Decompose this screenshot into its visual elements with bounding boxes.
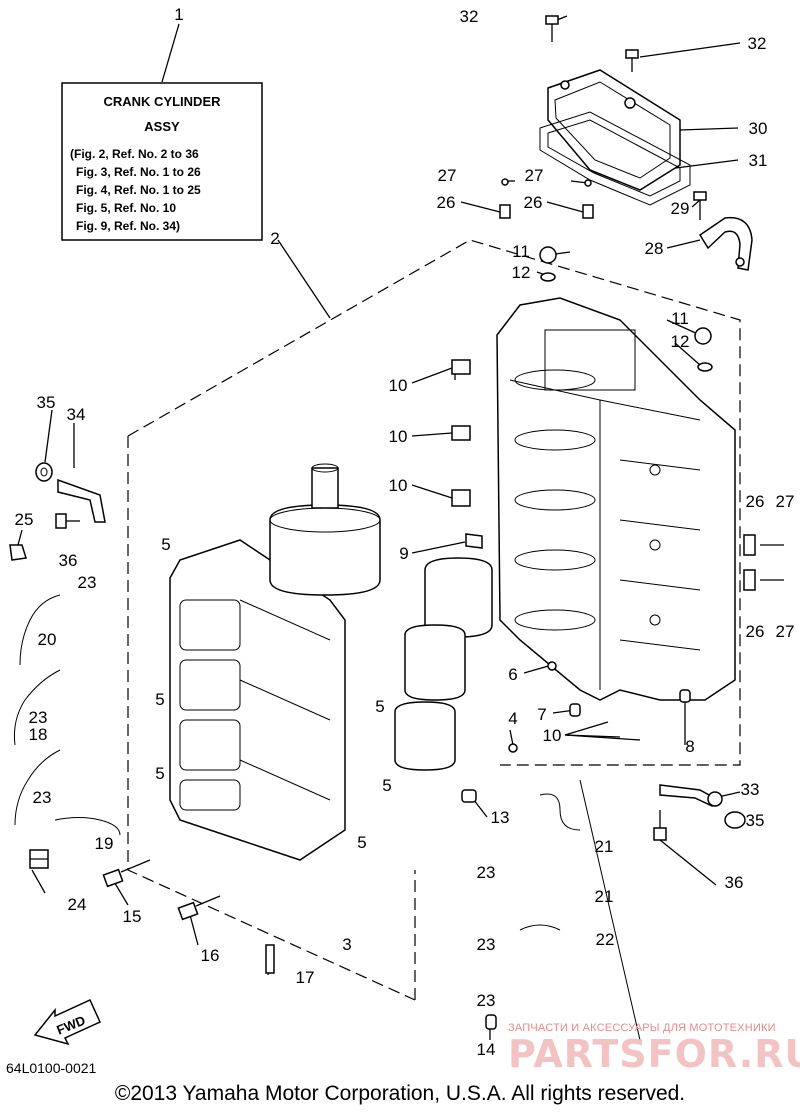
crankcase-block — [496, 297, 736, 701]
watermark-logo: PARTSFOR.RU — [508, 1032, 800, 1076]
callout-21: 21 — [595, 887, 614, 906]
assembly-ref-line: (Fig. 2, Ref. No. 2 to 36 — [70, 147, 199, 161]
callout-27: 27 — [525, 166, 544, 185]
callout-16: 16 — [201, 946, 220, 965]
crankshaft-assembly — [269, 463, 493, 771]
callout-19: 19 — [95, 834, 114, 853]
callout-31: 31 — [749, 151, 768, 170]
bolt-15-icon — [102, 859, 151, 888]
callout-4: 4 — [508, 709, 517, 728]
callout-10: 10 — [389, 376, 408, 395]
callout-5: 5 — [161, 535, 170, 554]
callout-12: 12 — [512, 263, 531, 282]
bolt-16-icon — [177, 895, 221, 921]
callout-26: 26 — [746, 492, 765, 511]
callout-33: 33 — [741, 780, 760, 799]
callout-26: 26 — [437, 193, 456, 212]
copyright-notice: ©2013 Yamaha Motor Corporation, U.S.A. A… — [114, 1082, 686, 1105]
clip-24-icon — [29, 849, 49, 869]
callout-10: 10 — [389, 427, 408, 446]
hoses — [14, 594, 641, 1041]
callout-20: 20 — [38, 630, 57, 649]
assembly-ref-line: Fig. 9, Ref. No. 34) — [76, 219, 180, 233]
clip-25-icon — [9, 544, 27, 561]
forward-arrow-icon: FWD — [33, 999, 101, 1046]
callout-5: 5 — [155, 690, 164, 709]
plate-33-icon — [659, 784, 723, 807]
callout-5: 5 — [375, 697, 384, 716]
callout-15: 15 — [123, 907, 142, 926]
callout-28: 28 — [645, 239, 664, 258]
callout-2: 2 — [270, 229, 279, 248]
callout-23: 23 — [477, 863, 496, 882]
bolt-36-icon — [653, 810, 667, 841]
callout-36: 36 — [725, 873, 744, 892]
callout-32: 32 — [460, 7, 479, 26]
callout-21: 21 — [595, 837, 614, 856]
fittings — [451, 178, 784, 1030]
callout-35: 35 — [746, 811, 765, 830]
assembly-ref-line: Fig. 3, Ref. No. 1 to 26 — [76, 165, 201, 179]
bolt-29-icon — [693, 191, 707, 220]
bolt-32-icon — [545, 15, 559, 42]
callout-8: 8 — [685, 737, 694, 756]
plate-34-icon — [57, 478, 106, 523]
cylinder-head-cover — [547, 69, 681, 191]
callout-6: 6 — [508, 665, 517, 684]
bracket-icon — [698, 216, 753, 271]
callout-32: 32 — [748, 34, 767, 53]
assembly-title-line1: CRANK CYLINDER — [104, 94, 222, 109]
callout-30: 30 — [749, 119, 768, 138]
callout-24: 24 — [68, 895, 87, 914]
bolt-32-icon — [625, 49, 639, 72]
callout-22: 22 — [596, 930, 615, 949]
callout-26: 26 — [524, 193, 543, 212]
callout-23: 23 — [78, 573, 97, 592]
callout-27: 27 — [438, 166, 457, 185]
callout-23: 23 — [29, 708, 48, 727]
assembly-ref-line: Fig. 4, Ref. No. 1 to 25 — [76, 183, 201, 197]
callout-34: 34 — [67, 405, 86, 424]
callout-14: 14 — [477, 1040, 496, 1059]
assembly-boundary-lines — [127, 239, 741, 1001]
cover-gasket — [539, 111, 691, 206]
callout-9: 9 — [399, 544, 408, 563]
callout-23: 23 — [477, 991, 496, 1010]
watermark-tagline: ЗАПЧАСТИ И АКСЕССУАРЫ ДЛЯ МОТОТЕХНИКИ — [508, 1022, 776, 1034]
stud-17-icon — [265, 944, 275, 974]
callout-35: 35 — [37, 393, 56, 412]
callout-25: 25 — [15, 510, 34, 529]
callout-23: 23 — [33, 788, 52, 807]
callout-5: 5 — [357, 833, 366, 852]
grommet-35-icon — [724, 811, 746, 829]
callout-10: 10 — [389, 476, 408, 495]
callout-10: 10 — [543, 726, 562, 745]
callout-12: 12 — [671, 332, 690, 351]
assembly-ref-line: Fig. 5, Ref. No. 10 — [76, 201, 176, 215]
callout-labels: 1 2 3 4 5 5 5 5 5 5 6 7 8 9 10 10 10 10 … — [15, 5, 795, 1059]
callout-3: 3 — [342, 935, 351, 954]
assembly-title-line2: ASSY — [144, 119, 180, 134]
callout-11: 11 — [671, 309, 689, 328]
callout-27: 27 — [776, 622, 795, 641]
callout-29: 29 — [671, 199, 690, 218]
callout-27: 27 — [776, 492, 795, 511]
callout-5: 5 — [382, 776, 391, 795]
assembly-reference-box: CRANK CYLINDER ASSY (Fig. 2, Ref. No. 2 … — [61, 82, 263, 241]
cylinder-block — [169, 539, 346, 861]
callout-5: 5 — [155, 764, 164, 783]
grommet-35-icon — [35, 462, 53, 482]
document-code: 64L0100-0021 — [6, 1060, 97, 1076]
callout-7: 7 — [537, 705, 546, 724]
callout-36: 36 — [59, 551, 78, 570]
callout-1: 1 — [174, 5, 183, 24]
callout-18: 18 — [29, 725, 48, 744]
bolt-36-icon — [55, 513, 80, 529]
callout-13: 13 — [491, 808, 510, 827]
callout-17: 17 — [296, 968, 315, 987]
callout-11: 11 — [512, 242, 530, 261]
callout-26: 26 — [746, 622, 765, 641]
callout-23: 23 — [477, 935, 496, 954]
